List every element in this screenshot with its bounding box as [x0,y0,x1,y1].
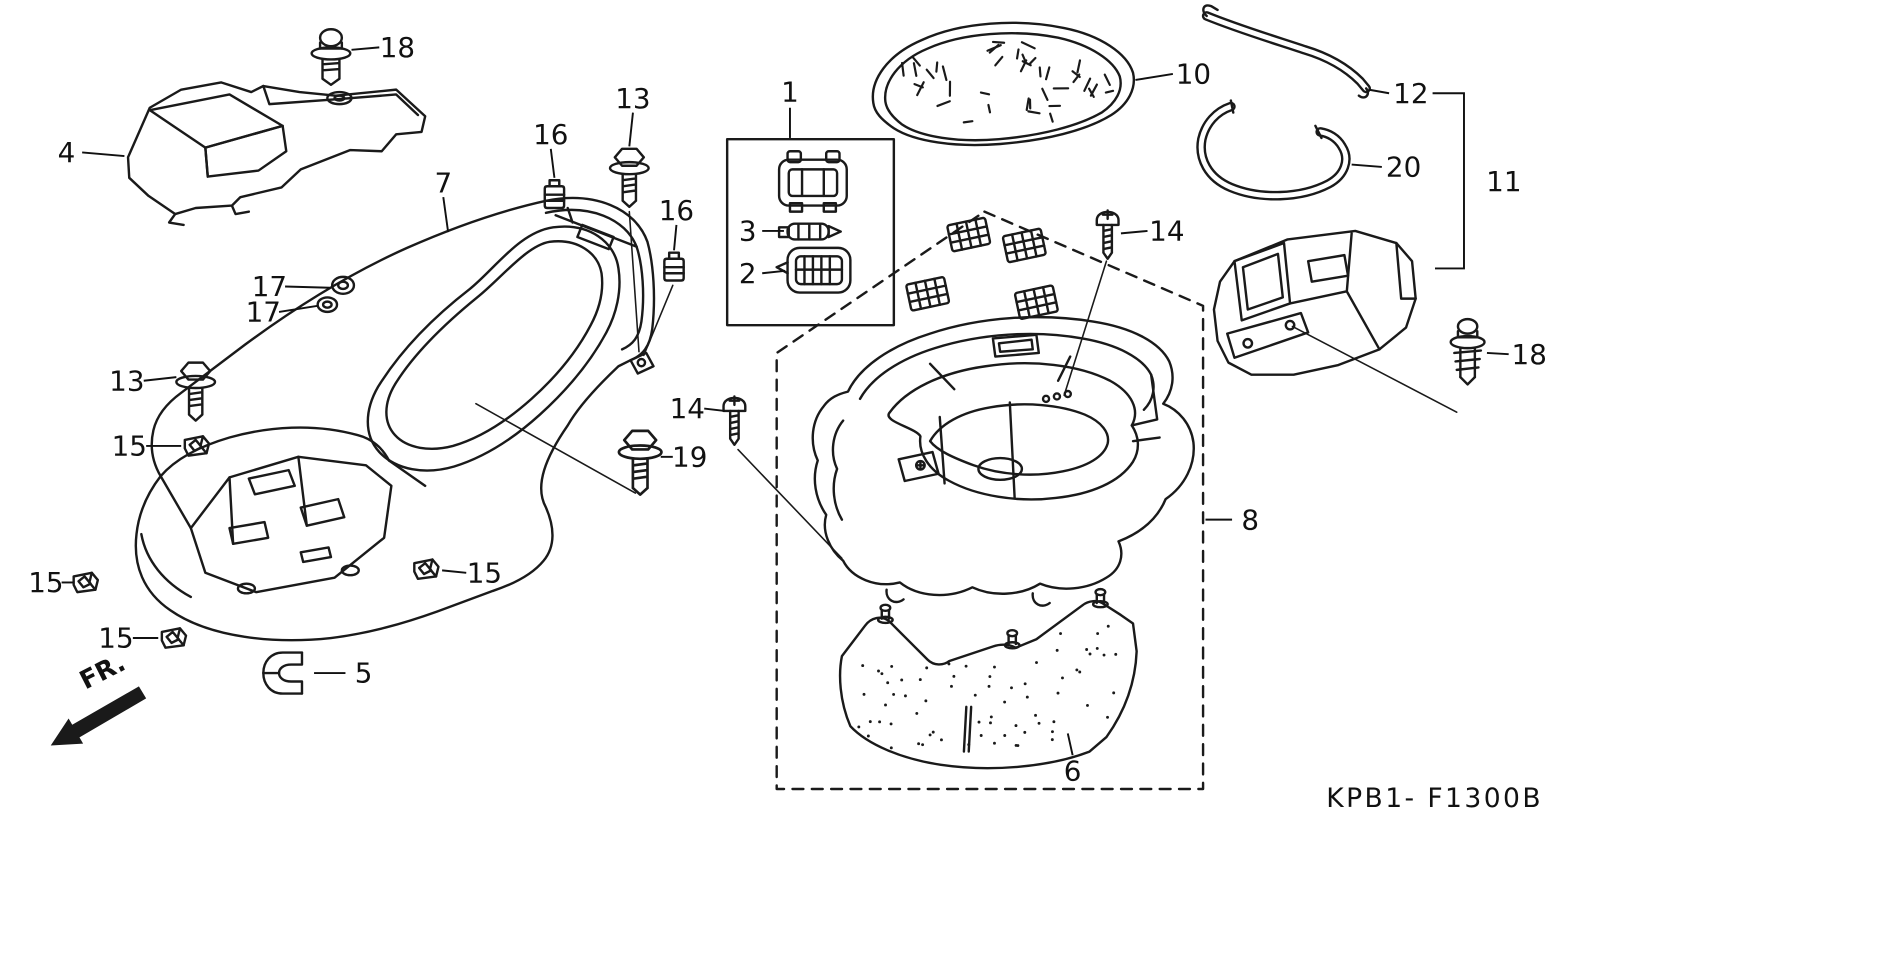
mat-texture [900,40,1115,124]
part-15-clip-b [413,558,440,581]
vent-grille-a [946,216,992,253]
leader-line-16 [549,148,556,178]
callout-17: 17 [252,270,287,303]
callout-14: 14 [670,392,705,425]
callout-17: 17 [246,296,281,329]
leader-line-20 [1351,163,1382,168]
callout-6: 6 [1064,755,1082,788]
part-3-lock-cylinder [777,222,842,241]
part-17-grommet-b [316,296,339,314]
cover-stud-b [1003,628,1021,650]
part-12-molding-strip [1201,4,1371,99]
part-15-clip-a [183,435,211,457]
leader-line-18 [1486,351,1509,356]
callout-11: 11 [1486,165,1521,198]
leader-line-18 [351,46,380,51]
callout-15: 15 [112,430,147,463]
callout-19: 19 [672,441,707,474]
part-11-duct [1212,229,1417,376]
leader-line-14 [704,407,725,412]
part-6-under-cover [838,587,1138,770]
part-18-clip-a [310,28,352,87]
leader-line-17 [278,304,318,313]
leader-line-6 [1066,733,1074,756]
callout-1: 1 [781,76,799,109]
part-13-bolt-a [608,147,650,209]
leader-line-11 [1432,92,1465,270]
leader-line-4 [82,151,125,158]
part-7-body-cover [134,196,656,642]
part-2-lock-striker [775,246,852,294]
cover-stud-c [1091,587,1109,609]
part-4-maintenance-lid [126,81,427,227]
leader-line-12 [1368,88,1390,95]
callout-15: 15 [98,622,133,655]
part-5-clip [262,651,304,695]
diagram-code: KPB1- F1300B [1326,783,1543,814]
group-1-outline [725,137,896,327]
callout-5: 5 [355,657,373,690]
line-art [50,4,1486,791]
callout-7: 7 [434,166,452,199]
callout-16: 16 [533,118,568,151]
callout-14: 14 [1149,215,1184,248]
callout-8: 8 [1241,503,1259,536]
callout-13: 13 [615,82,650,115]
callout-3: 3 [739,215,757,248]
leader-line-15 [441,569,467,574]
part-15-clip-d [160,627,188,649]
group-8-boundary [775,210,1205,791]
vent-grille-b [1001,227,1047,264]
part-8-luggage-box [811,316,1195,607]
callout-13: 13 [109,364,144,397]
callout-18: 18 [1512,338,1547,371]
callout-4: 4 [58,136,76,169]
fr-direction-arrow [50,686,147,746]
part-19-bolt [617,429,663,496]
callout-15: 15 [467,556,502,589]
part-14-screw-b [722,395,747,446]
assembly-lines [475,210,1458,560]
lock-assembly-group [725,137,896,327]
part-18-clip-b [1449,317,1486,386]
leader-line-10 [1135,72,1174,81]
vent-grille-c [905,276,951,312]
vent-grille-d [1013,284,1059,321]
part-13-bolt-b [175,361,217,422]
cover-stud-a [876,603,894,625]
part-15-clip-c [72,571,100,594]
part-16-nut-a [543,179,566,210]
leader-line-2 [762,269,786,275]
leader-line-13 [628,112,634,147]
part-17-grommet-a [330,275,356,295]
callout-18: 18 [380,31,415,64]
cover-dots-texture [857,624,1118,750]
callout-12: 12 [1393,77,1428,110]
part-14-screw-a [1095,209,1120,260]
leader-line-7 [442,197,450,233]
leader-line-16 [673,224,678,251]
leader-line-13 [143,376,177,382]
leader-line-17 [285,285,330,289]
part-10-box-mat [871,21,1136,147]
part-20-seal-rubber [1196,99,1351,201]
leader-line-14 [1120,230,1148,235]
callout-16: 16 [659,194,694,227]
callout-2: 2 [739,257,757,290]
part-1-lock-body [777,150,848,213]
callout-10: 10 [1176,58,1211,91]
callout-20: 20 [1386,151,1421,184]
part-16-nut-b [663,251,685,282]
callout-15: 15 [28,566,63,599]
